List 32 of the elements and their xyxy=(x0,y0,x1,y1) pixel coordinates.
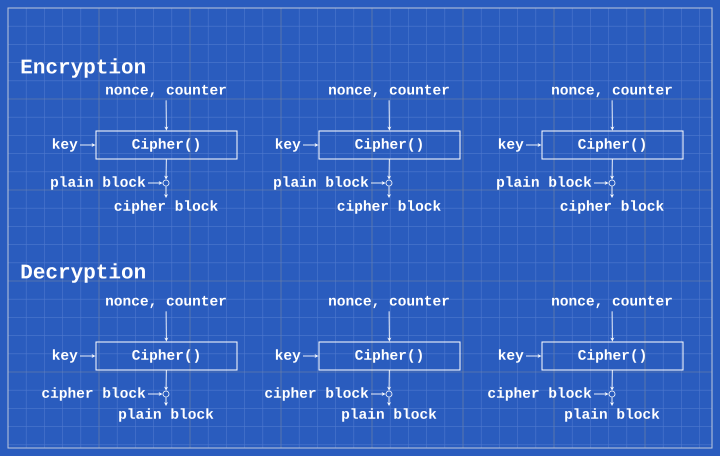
key-label: key xyxy=(498,138,524,152)
key-label: key xyxy=(276,138,301,152)
nonce-label: nonce, counter xyxy=(106,296,226,308)
input-label: plain block xyxy=(51,176,146,190)
cipher-box: Cipher() xyxy=(96,342,238,370)
input-label: plain block xyxy=(497,176,592,190)
cipher-box: Cipher() xyxy=(542,342,684,370)
output-label: plain block xyxy=(565,408,660,422)
input-label: cipher block xyxy=(265,387,368,401)
key-label: key xyxy=(498,349,524,363)
cipher-box: Cipher() xyxy=(318,342,460,370)
nonce-label: nonce, counter xyxy=(552,296,672,308)
key-label: key xyxy=(52,349,78,363)
cipher-box: Cipher() xyxy=(96,130,238,160)
output-label: plain block xyxy=(119,408,214,422)
key-label: key xyxy=(276,349,301,363)
section-heading: Decryption xyxy=(22,263,145,283)
nonce-label: nonce, counter xyxy=(552,84,672,98)
output-label: cipher block xyxy=(338,200,441,214)
cipher-box: Cipher() xyxy=(542,130,684,160)
key-label: key xyxy=(52,138,78,152)
nonce-label: nonce, counter xyxy=(329,296,449,308)
cipher-box: Cipher() xyxy=(318,130,460,160)
input-label: cipher block xyxy=(42,387,146,401)
section-heading: Encryption xyxy=(22,58,145,78)
input-label: plain block xyxy=(274,176,368,190)
input-label: cipher block xyxy=(488,387,592,401)
nonce-label: nonce, counter xyxy=(329,84,449,98)
output-label: plain block xyxy=(342,408,436,422)
nonce-label: nonce, counter xyxy=(106,84,226,98)
output-label: cipher block xyxy=(560,200,664,214)
output-label: cipher block xyxy=(114,200,218,214)
